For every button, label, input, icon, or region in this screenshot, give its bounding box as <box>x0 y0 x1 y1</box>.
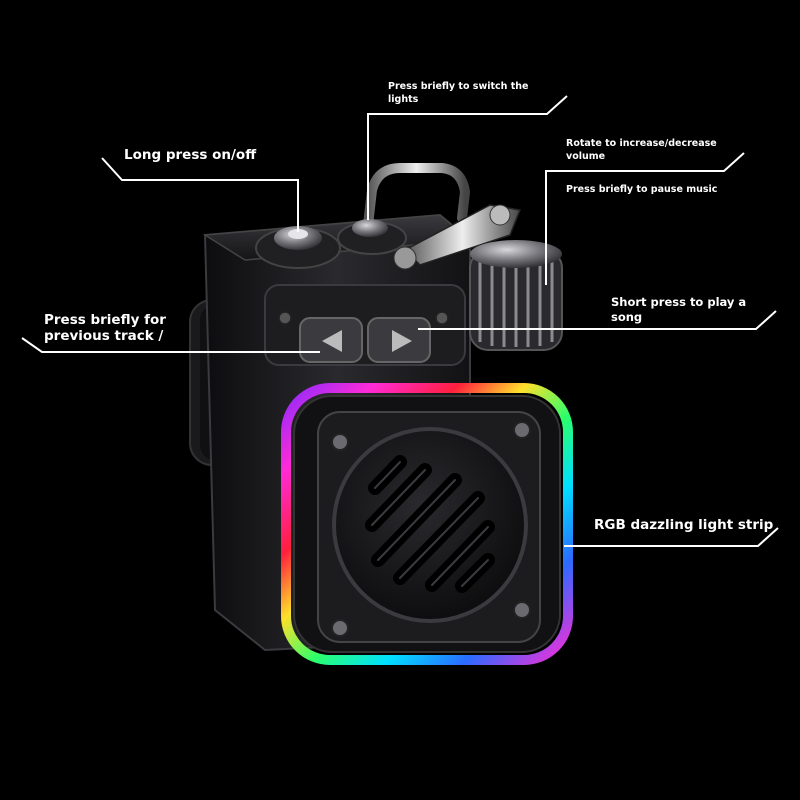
callout-line-long-press <box>101 157 299 232</box>
callout-line-previous <box>21 337 320 353</box>
callout-lines <box>21 95 779 547</box>
label-switch-lights-1: Press briefly to switch the <box>388 81 529 92</box>
label-previous-1: Press briefly for <box>44 312 166 328</box>
callout-line-switch-lights <box>367 95 568 220</box>
play-next-icon[interactable] <box>367 317 431 363</box>
previous-track-icon[interactable] <box>299 317 363 363</box>
callout-line-rgb <box>564 527 779 547</box>
label-rgb-strip: RGB dazzling light strip <box>594 517 774 533</box>
label-switch-lights-2: lights <box>388 94 419 105</box>
label-play-2: song <box>611 310 643 324</box>
callout-line-volume <box>545 152 745 285</box>
speaker-grille-icon <box>317 411 541 643</box>
volume-knob-icon[interactable] <box>469 240 563 351</box>
label-previous-2: previous track / <box>44 328 164 344</box>
label-play-1: Short press to play a <box>611 295 747 309</box>
label-long-press: Long press on/off <box>124 147 257 163</box>
light-button-icon[interactable] <box>337 219 407 255</box>
label-volume-2: volume <box>566 151 606 162</box>
carry-handle <box>363 163 471 230</box>
pause-lever <box>393 204 522 270</box>
callout-line-play <box>418 310 777 330</box>
label-volume-1: Rotate to increase/decrease <box>566 138 717 149</box>
label-pause-music: Press briefly to pause music <box>566 184 718 195</box>
